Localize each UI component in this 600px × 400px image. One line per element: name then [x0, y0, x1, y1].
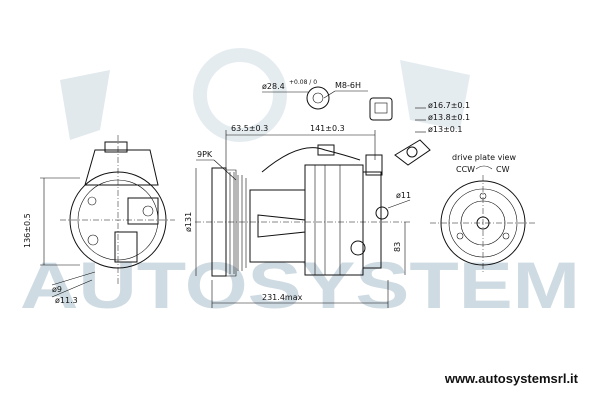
- website-url[interactable]: www.autosystemsrl.it: [444, 371, 578, 386]
- leader-d11: [51, 279, 93, 298]
- bolt-hole-3: [87, 196, 97, 206]
- clutch-taper: [257, 214, 306, 238]
- bolt-hole-1: [142, 205, 154, 217]
- port-tolerance: +0.08 / 0: [289, 79, 317, 86]
- mount-boss: [375, 206, 389, 220]
- dim-635-text: 63.5±0.3: [231, 124, 268, 133]
- port-label: ø28.4: [262, 82, 285, 91]
- dim-d11-text: ø11.3: [55, 296, 78, 305]
- fitting-d2: ø13.8±0.1: [428, 113, 470, 122]
- left-view: 136±0.5 ø9 ø11.3: [23, 135, 175, 305]
- bolt-hole-2: [87, 234, 99, 246]
- drive-plate-view: drive plate view CCW CW: [430, 153, 536, 272]
- plug-detail: [369, 97, 393, 121]
- port-detail: [306, 86, 330, 110]
- pulley-grooves: [226, 169, 247, 277]
- fitting-port: [406, 146, 418, 158]
- watermark: AUTOSYSTEM: [20, 48, 580, 322]
- drive-cw: CW: [496, 165, 510, 174]
- dim-136-text: 136±0.5: [23, 213, 32, 248]
- connector-top: [104, 141, 128, 153]
- wire-clip: [317, 144, 335, 156]
- rear-head: [362, 171, 382, 269]
- dim-total-text: 231.4max: [262, 293, 303, 302]
- wire-harness: [261, 147, 361, 173]
- dim-141-text: 141±0.3: [310, 124, 345, 133]
- dim-d9-text: ø9: [52, 285, 62, 294]
- rivet-2: [502, 232, 510, 240]
- watermark-shape: [400, 60, 470, 130]
- port-inner: [312, 92, 324, 104]
- drive-ccw: CCW: [456, 165, 475, 174]
- leader-9pk: [213, 159, 237, 181]
- connector-plug: [365, 154, 383, 176]
- rotation-arrow: [475, 165, 493, 170]
- drive-title: drive plate view: [452, 153, 516, 162]
- fitting-shape: [394, 139, 431, 166]
- lower-valve: [114, 231, 138, 263]
- fitting-d1: ø16.7±0.1: [428, 101, 470, 110]
- leader-11: [387, 199, 411, 209]
- fitting-d3: ø13±0.1: [428, 125, 463, 134]
- side-view: 63.5±0.3 141±0.3 9PK ø131 83 ø11 231.4ma…: [184, 79, 411, 308]
- thread-label: M8-6H: [335, 81, 361, 90]
- rivet-3: [456, 232, 464, 240]
- dim-11-text: ø11: [396, 191, 411, 200]
- dim-83-text: 83: [393, 242, 402, 252]
- leader-d9: [51, 271, 96, 286]
- watermark-figure: [60, 70, 110, 140]
- dim-131-text: ø131: [184, 212, 193, 232]
- plug-pins: [374, 102, 388, 114]
- watermark-gear: [193, 48, 287, 142]
- watermark-text: AUTOSYSTEM: [20, 248, 580, 322]
- pulley-label: 9PK: [197, 150, 213, 159]
- relief-valve: [350, 240, 366, 256]
- mount-block: [127, 197, 159, 225]
- compressor-head: [84, 149, 159, 186]
- fitting-detail: ø16.7±0.1 ø13.8±0.1 ø13±0.1: [394, 101, 470, 166]
